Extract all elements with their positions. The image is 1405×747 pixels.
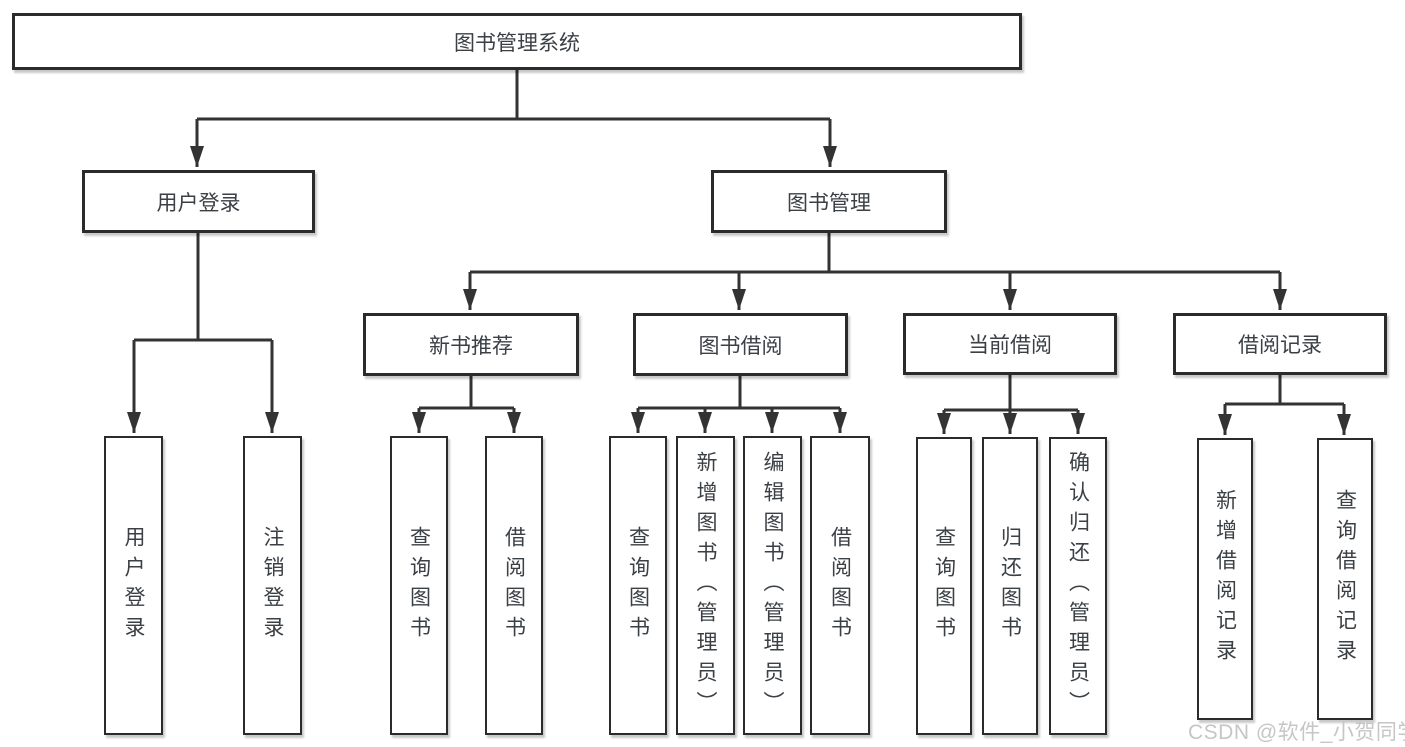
- node-borrow-records: 借阅记录: [1173, 313, 1387, 375]
- leaf-query-book-1: 查询图书: [390, 436, 448, 735]
- leaf-add-book-admin: 新增图书（管理员）: [676, 436, 735, 735]
- node-new-book-recommend: 新书推荐: [363, 313, 579, 376]
- leaf-query-book-2: 查询图书: [609, 436, 667, 735]
- leaf-user-login: 用户登录: [104, 436, 163, 735]
- leaf-edit-book-admin: 编辑图书（管理员）: [743, 436, 802, 735]
- leaf-return-book: 归还图书: [982, 437, 1038, 735]
- node-user-login: 用户登录: [82, 170, 315, 233]
- leaf-query-book-3: 查询图书: [916, 437, 972, 735]
- csdn-watermark: CSDN @软件_小贺同学: [1188, 721, 1405, 744]
- node-current-borrowing: 当前借阅: [903, 313, 1117, 375]
- leaf-borrow-book-1: 借阅图书: [485, 436, 543, 735]
- node-book-borrowing: 图书借阅: [633, 313, 848, 376]
- leaf-confirm-return-admin: 确认归还（管理员）: [1049, 437, 1107, 735]
- leaf-add-borrow-record: 新增借阅记录: [1197, 438, 1253, 720]
- node-root-system: 图书管理系统: [12, 13, 1022, 70]
- leaf-borrow-book-2: 借阅图书: [810, 436, 870, 735]
- leaf-query-borrow-record: 查询借阅记录: [1317, 438, 1373, 720]
- leaf-logout: 注销登录: [243, 436, 302, 735]
- node-book-management: 图书管理: [711, 170, 947, 233]
